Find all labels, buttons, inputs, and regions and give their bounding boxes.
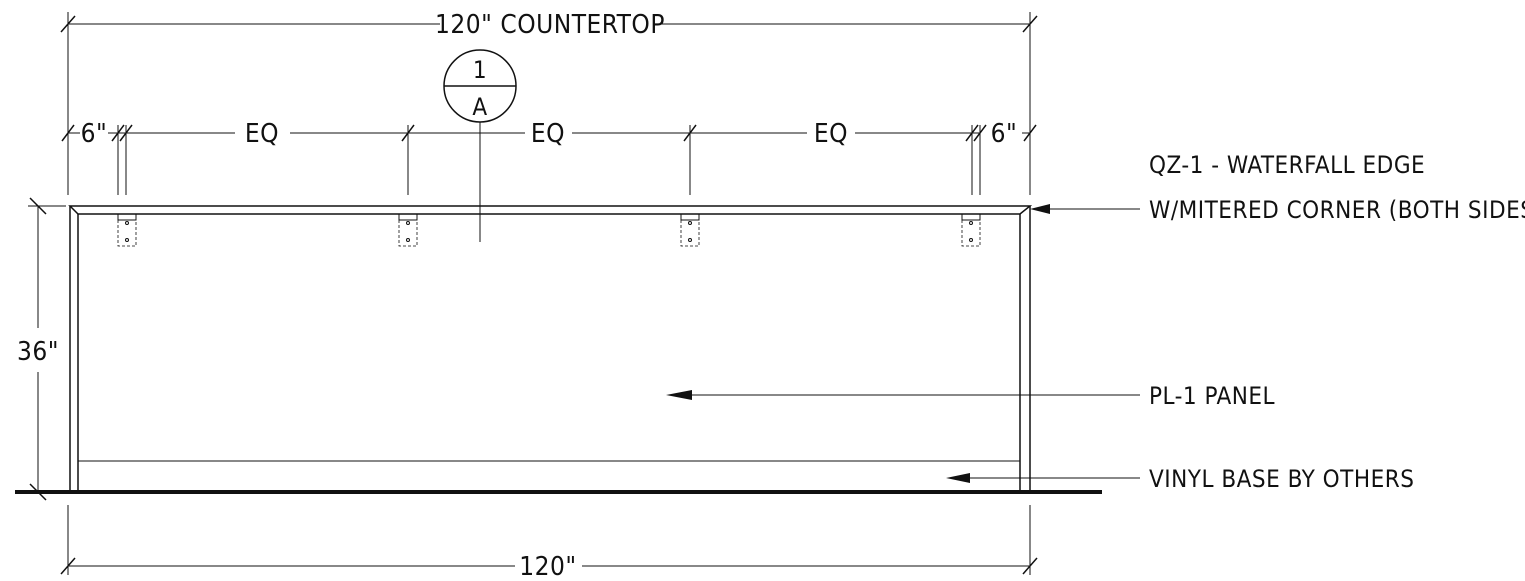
arrow-head [946, 473, 970, 483]
bracket-3 [680, 213, 700, 247]
note-countertop: QZ-1 - WATERFALL EDGE W/MITERED CORNER (… [1030, 151, 1525, 224]
tick-mark [111, 124, 125, 142]
tick-mark [1022, 557, 1038, 575]
arrow-head [666, 390, 692, 400]
overall-dimension: 120" [60, 505, 1038, 581]
tick-mark [965, 124, 979, 142]
bracket-1 [117, 213, 137, 247]
countertop-dimension-label: 120" COUNTERTOP [435, 10, 665, 40]
tick-mark [683, 124, 697, 142]
callout-number: 1 [473, 56, 487, 84]
section-callout: 1 A [443, 49, 517, 242]
bracket-2 [398, 213, 418, 247]
tick-mark [1023, 124, 1037, 142]
countertop-slab [68, 205, 1033, 215]
height-label: 36" [17, 337, 59, 367]
tick-mark [401, 124, 415, 142]
spacing-label-2: EQ [531, 119, 565, 149]
tick-mark [29, 483, 47, 501]
note-base: VINYL BASE BY OTHERS [946, 465, 1414, 493]
tick-mark [61, 124, 75, 142]
note-countertop-line1: QZ-1 - WATERFALL EDGE [1149, 151, 1425, 179]
tick-mark [29, 197, 47, 215]
tick-mark [60, 557, 76, 575]
note-panel-label: PL-1 PANEL [1149, 382, 1275, 410]
height-dimension: 36" [17, 197, 66, 501]
tick-mark [119, 124, 133, 142]
tick-mark [1022, 15, 1038, 33]
callout-sheet: A [472, 93, 487, 121]
bracket-4 [961, 213, 981, 247]
note-panel: PL-1 PANEL [666, 382, 1275, 410]
note-base-label: VINYL BASE BY OTHERS [1149, 465, 1414, 493]
spacing-label-3: EQ [814, 119, 848, 149]
spacing-label-1: EQ [245, 119, 279, 149]
support-brackets [117, 213, 981, 247]
spacing-dimension-string: 6" EQ EQ EQ 6" [61, 119, 1037, 195]
note-countertop-line2: W/MITERED CORNER (BOTH SIDES) [1149, 196, 1525, 224]
countertop-dimension: 120" COUNTERTOP [60, 10, 1038, 195]
tick-mark [973, 124, 987, 142]
countertop-elevation [15, 205, 1102, 494]
arrow-head [1030, 204, 1050, 214]
left-offset-label: 6" [81, 119, 108, 149]
right-offset-label: 6" [991, 119, 1018, 149]
overall-width-label: 120" [519, 552, 576, 581]
tick-mark [60, 15, 76, 33]
